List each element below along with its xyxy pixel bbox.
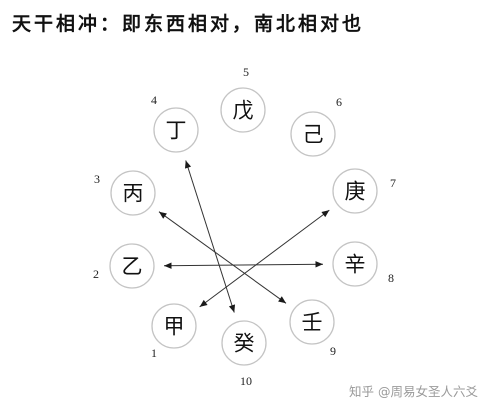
stem-circle [220, 87, 266, 133]
stem-number: 9 [330, 344, 336, 358]
watermark-text: 知乎 @周易女圣人六爻 [349, 384, 478, 399]
clash-line-1-7 [199, 209, 330, 308]
stem-number: 10 [240, 374, 252, 388]
clash-lines [158, 160, 330, 313]
stem-char: 乙 [122, 255, 143, 279]
stem-char: 己 [303, 123, 324, 147]
stem-number: 5 [243, 65, 249, 79]
clash-line-4-10 [185, 160, 235, 313]
stem-number: 3 [94, 172, 100, 186]
stem-circle [109, 243, 155, 289]
stem-char: 丙 [123, 182, 144, 206]
stem-circle [290, 111, 336, 157]
stem-char: 戊 [233, 99, 254, 123]
diagram-title: 天干相冲：即东西相对，南北相对也 [12, 12, 364, 35]
stem-node-9: 壬9 [289, 299, 336, 358]
stem-circle [151, 303, 197, 349]
arrow-head-2 [163, 262, 172, 269]
stem-node-2: 乙2 [93, 243, 155, 289]
stem-node-6: 己6 [290, 95, 342, 157]
stem-char: 丁 [166, 119, 187, 143]
clash-line-2-8 [163, 263, 324, 267]
stem-char: 甲 [164, 315, 185, 339]
arrow-head-3 [158, 211, 167, 219]
stem-circle [332, 241, 378, 287]
stem-number: 2 [93, 267, 99, 281]
stem-circle [289, 299, 335, 345]
arrow-head-7 [321, 210, 330, 218]
stem-node-8: 辛8 [332, 241, 394, 287]
arrow-head-10 [228, 304, 236, 313]
stem-number: 4 [151, 93, 157, 107]
arrow-head-8 [315, 261, 324, 268]
stem-node-1: 甲1 [151, 303, 197, 360]
arrow-head-1 [199, 299, 208, 307]
clash-line-3-9 [158, 211, 287, 304]
stem-circle [221, 320, 267, 366]
stem-node-10: 癸 10 [221, 320, 267, 388]
stem-circle [153, 107, 199, 153]
arrow-head-9 [278, 296, 287, 304]
stem-number: 1 [151, 346, 157, 360]
stem-char: 癸 [234, 332, 255, 356]
stem-node-5: 戊5 [220, 65, 266, 133]
watermark: 知乎 @周易女圣人六爻 [349, 384, 478, 399]
arrow-head-4 [184, 160, 192, 169]
stem-circle [332, 168, 378, 214]
stem-number: 8 [388, 271, 394, 285]
stem-char: 辛 [345, 253, 366, 277]
stem-circle [110, 170, 156, 216]
stem-number: 7 [390, 176, 396, 190]
stem-node-4: 丁4 [151, 93, 199, 153]
stem-node-3: 丙3 [94, 170, 156, 216]
stem-char: 壬 [302, 311, 323, 335]
stem-number: 6 [336, 95, 342, 109]
stem-char: 庚 [345, 180, 366, 204]
